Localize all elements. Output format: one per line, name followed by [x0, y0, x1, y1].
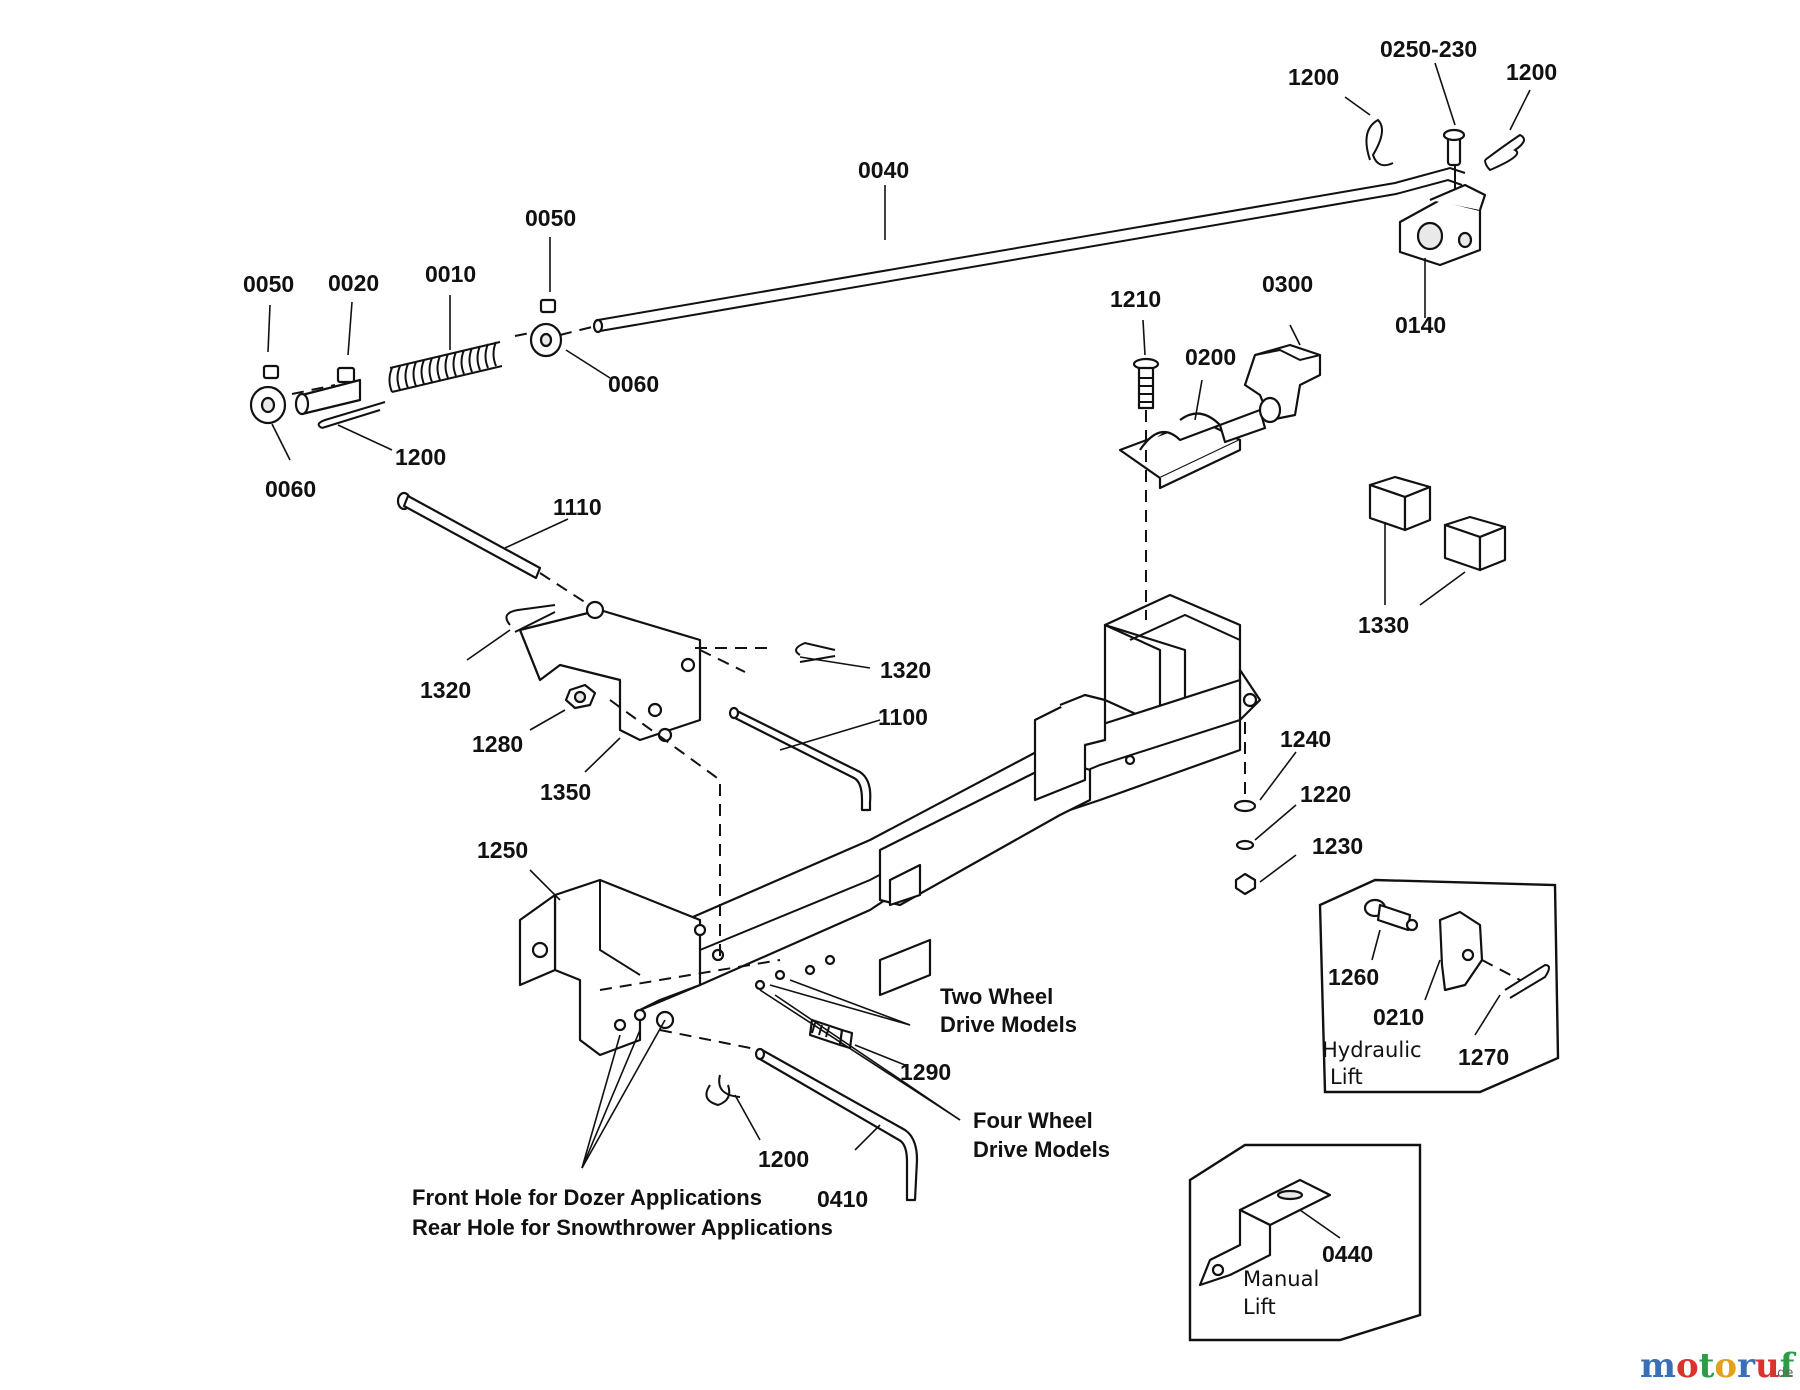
manual-lift-label-line2: Lift: [1243, 1295, 1276, 1319]
pivot-bracket-assembly: [1118, 343, 1322, 530]
label-1260: 1260: [1328, 964, 1379, 990]
callout-notes: Two Wheel Drive Models Four Wheel Drive …: [412, 984, 1110, 1240]
wm-letter-2: t: [1699, 1346, 1715, 1386]
label-1110: 1110: [553, 494, 602, 520]
label-1320-right: 1320: [880, 657, 931, 683]
label-1210: 1210: [1110, 286, 1161, 312]
label-0060-left: 0060: [265, 476, 316, 502]
label-0440: 0440: [1322, 1241, 1373, 1267]
hardware-stack: [1233, 722, 1257, 896]
note-rear-hole: Rear Hole for Snowthrower Applications: [412, 1215, 833, 1240]
label-1230: 1230: [1312, 833, 1363, 859]
hydraulic-lift-label-line2: Lift: [1330, 1065, 1363, 1089]
label-1290: 1290: [900, 1059, 951, 1085]
watermark-logo: motoruf .de: [1640, 1346, 1797, 1386]
label-1270: 1270: [1458, 1044, 1509, 1070]
label-1330: 1330: [1358, 612, 1409, 638]
label-1200-top-left: 1200: [1288, 64, 1339, 90]
watermark-brand: motoruf: [1640, 1346, 1797, 1386]
manual-lift-inset: [1188, 1143, 1422, 1342]
part-labels: 0050 0020 0010 0050 0040 1200 0250-230 1…: [243, 36, 1557, 1267]
note-two-wheel-line1: Two Wheel: [940, 984, 1053, 1009]
label-0060-right: 0060: [608, 371, 659, 397]
label-1320-left: 1320: [420, 677, 471, 703]
clevis-assembly: [1365, 118, 1525, 267]
label-0020: 0020: [328, 270, 379, 296]
bolt-1290: [808, 1018, 854, 1050]
note-four-wheel-line2: Drive Models: [973, 1137, 1110, 1162]
wm-letter-0: m: [1640, 1346, 1676, 1386]
spring-coils: [388, 341, 497, 393]
hydraulic-lift-inset: [1318, 878, 1560, 1094]
label-1350: 1350: [540, 779, 591, 805]
label-0410: 0410: [817, 1186, 868, 1212]
label-1250: 1250: [477, 837, 528, 863]
wm-letter-5: u: [1755, 1346, 1780, 1386]
label-1100: 1100: [878, 704, 928, 730]
label-0010: 0010: [425, 261, 476, 287]
note-front-hole: Front Hole for Dozer Applications: [412, 1185, 762, 1210]
inset-labels: Hydraulic Lift Manual Lift: [1243, 1038, 1422, 1319]
note-two-wheel-line2: Drive Models: [940, 1012, 1077, 1037]
watermark-suffix: .de: [1773, 1366, 1793, 1381]
note-four-wheel-line1: Four Wheel: [973, 1108, 1093, 1133]
label-1200-spring: 1200: [395, 444, 446, 470]
label-1200-bottom: 1200: [758, 1146, 809, 1172]
lift-rod: [592, 166, 1466, 334]
label-0050-left: 0050: [243, 271, 294, 297]
label-1280: 1280: [472, 731, 523, 757]
label-0200: 0200: [1185, 344, 1236, 370]
main-frame: [518, 530, 1262, 1057]
front-bracket-assembly: [396, 491, 872, 812]
label-1200-top-right: 1200: [1506, 59, 1557, 85]
manual-lift-label-line1: Manual: [1243, 1267, 1319, 1291]
hydraulic-lift-label-line1: Hydraulic: [1322, 1038, 1422, 1062]
wm-letter-3: o: [1714, 1346, 1737, 1386]
spring-assembly: [249, 298, 597, 429]
label-0050-right: 0050: [525, 205, 576, 231]
label-0140: 0140: [1395, 312, 1446, 338]
label-0210: 0210: [1373, 1004, 1424, 1030]
label-0250-230: 0250-230: [1380, 36, 1477, 62]
label-1240: 1240: [1280, 726, 1331, 752]
wm-letter-1: o: [1676, 1346, 1699, 1386]
label-1220: 1220: [1300, 781, 1351, 807]
wm-letter-4: r: [1737, 1346, 1756, 1386]
leader-lines: [267, 62, 1531, 1239]
wm-letter-6: f: [1780, 1346, 1797, 1386]
label-0040: 0040: [858, 157, 909, 183]
label-0300: 0300: [1262, 271, 1313, 297]
weight-blocks: [1368, 475, 1507, 572]
